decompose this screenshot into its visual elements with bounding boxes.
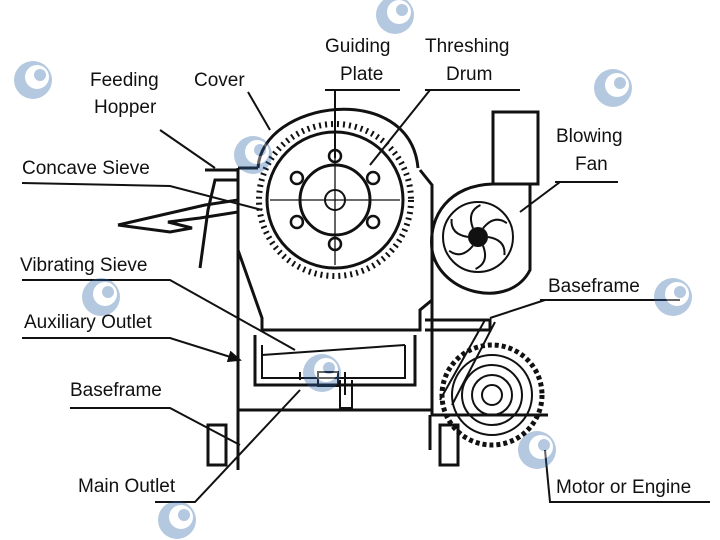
fan-blade [469,204,481,229]
vibrating-sieve-plate [261,344,406,356]
leader-drum [369,89,520,166]
leader-main-outlet [155,389,301,503]
leader-auxiliary [22,337,242,363]
fan-housing [430,182,532,295]
leader-fan [519,181,618,213]
feeding-hopper [198,168,240,269]
main-outlet-box [317,371,339,387]
label-feeding-1: Feeding [90,70,159,91]
fan-blade [487,236,506,256]
fan-blades [448,204,508,270]
label-blowing-1: Blowing [556,126,623,147]
collector [299,372,346,395]
leader-lines [21,89,710,503]
label-auxiliary-outlet: Auxiliary Outlet [24,312,152,333]
baseframe-plate [425,318,492,332]
right-wheel [438,423,460,467]
label-concave-sieve: Concave Sieve [22,158,150,179]
swirl-logo-icon [518,431,556,469]
label-baseframe-right: Baseframe [548,276,640,297]
leader-motor [544,449,710,503]
concave-teeth [256,121,414,279]
fan-rotor [442,201,514,273]
label-threshing-1: Threshing [425,36,510,57]
label-threshing-2: Drum [446,64,492,85]
leader-baseframe-right [489,299,680,319]
label-vibrating-sieve: Vibrating Sieve [20,255,147,276]
label-baseframe-left: Baseframe [70,380,162,401]
watermark-layer [14,0,692,539]
fan-duct [491,110,540,186]
motor-ring-4 [481,384,503,406]
machine-body [117,107,548,470]
swirl-logo-icon [14,61,52,99]
drum-beaters [289,148,381,252]
fan-blade [482,218,508,229]
leader-cover [247,91,271,131]
beater-bar [327,236,343,252]
leader-baseframe-left [70,407,241,446]
left-wheel [206,423,228,467]
swirl-logo-icon [594,69,632,107]
sieve-inner [261,345,406,379]
beater-bar [365,214,381,230]
leader-concave [21,182,263,211]
label-feeding-2: Hopper [94,97,157,118]
main-outlet-chute [339,380,353,409]
drive-belt [439,319,496,406]
motor-ring-2 [461,364,523,426]
fan-blade [475,245,487,270]
motor-gear [439,342,545,448]
label-motor: Motor or Engine [556,477,691,498]
label-main-outlet: Main Outlet [78,476,176,497]
fan-blade [450,218,469,238]
label-blowing-2: Fan [575,154,608,175]
swirl-logo-icon [376,0,414,34]
motor-ring-1 [451,354,533,436]
label-cover: Cover [194,70,245,91]
label-guiding-2: Plate [340,64,383,85]
leader-hopper [159,129,216,169]
blowing-fan [430,110,540,295]
beater-bar [365,170,381,186]
fan-blade [448,245,474,256]
swirl-logo-icon [158,501,196,539]
motor-engine [439,342,545,448]
swirl-logo-icon [303,354,341,392]
leader-vibrating [22,279,296,351]
swirl-logo-icon [82,278,120,316]
beater-bar [289,214,305,230]
cover-arc [256,107,420,169]
labels: Feeding Hopper Cover Guiding Plate Thres… [20,36,691,498]
feed-tray [117,198,240,234]
beater-bar [289,170,305,186]
right-frame [430,300,548,417]
motor-ring-3 [471,374,513,416]
fan-hub [468,227,488,247]
swirl-logo-icon [654,278,692,316]
leader-guiding [325,89,400,158]
housing-outline [236,168,434,332]
label-guiding-1: Guiding [325,36,391,57]
swirl-logo-icon [234,136,272,174]
